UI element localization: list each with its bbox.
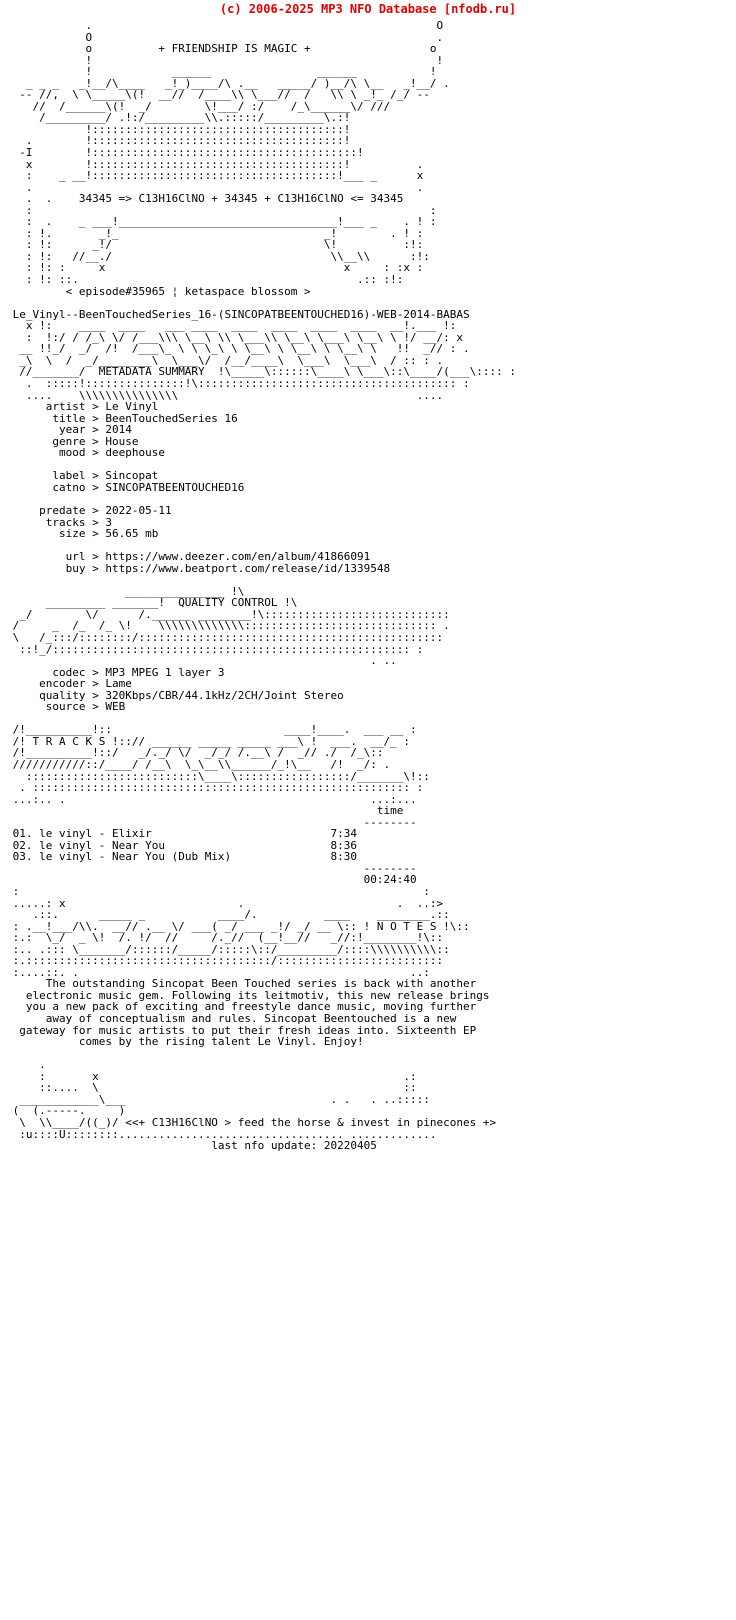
track-time: 8:30 — [330, 850, 358, 864]
track-title: le vinyl - Near You — [39, 838, 165, 852]
track-title: le vinyl - Near You (Dub Mix) — [39, 850, 232, 864]
notes-line: gateway for music artists to put their f… — [19, 1023, 477, 1037]
footer-art: . : x .: ::.... \ :: ____________\___ . … — [12, 1058, 497, 1141]
quality-control-banner: _______________ !\ _________ _______! QU… — [12, 584, 450, 668]
metadata-summary-banner: x !: ____ ____ ___ ____ ____ ____ ____ _… — [19, 319, 516, 402]
quality-value-encoder: Lame — [105, 677, 132, 691]
quality-fields: codec > MP3 MPEG 1 layer 3 encoder > Lam… — [6, 665, 344, 714]
footer-slogan: <<+ C13H16ClNO > feed the horse & invest… — [125, 1115, 497, 1129]
track-row-2: 02. le vinyl - Near You — [13, 839, 165, 852]
release-name: Le_Vinyl--BeenTouchedSeries_16-(SINCOPAT… — [12, 307, 470, 321]
metadata-value-label: Sincopat — [105, 469, 159, 483]
quality-value-codec: MP3 MPEG 1 layer 3 — [105, 665, 225, 679]
notes-line: The outstanding Sincopat Been Touched se… — [45, 977, 477, 991]
metadata-value-size: 56.65 mb — [105, 527, 159, 541]
track-row-1: 01. le vinyl - Elixir — [13, 827, 152, 840]
track-number: 01. — [12, 827, 33, 841]
metadata-value-url[interactable]: https://www.deezer.com/en/album/41866091 — [105, 550, 371, 564]
notes-line: you a new pack of exciting and freestyle… — [25, 1000, 477, 1014]
notes-line: comes by the rising talent Le Vinyl. Enj… — [78, 1035, 364, 1049]
metadata-fields: artist > Le Vinyl title > BeenTouchedSer… — [6, 400, 391, 575]
ascii-logo-banner: . O O . o + FRIENDSHIP IS MAGIC + o — [19, 19, 450, 287]
notes-line: electronic music gem. Following its leit… — [25, 988, 490, 1002]
track-title: le vinyl - Elixir — [39, 827, 152, 841]
track-row-3: 03. le vinyl - Near You (Dub Mix) — [13, 850, 232, 863]
banner-tagline: + FRIENDSHIP IS MAGIC + — [158, 42, 311, 56]
notes-banner: : : .....: x . . ..:> .::. _____ _ ____/… — [12, 885, 470, 979]
track-number: 02. — [12, 838, 33, 852]
metadata-summary-label: METADATA SUMMARY — [98, 365, 205, 379]
metadata-value-catno: SINCOPATBEENTOUCHED16 — [105, 480, 245, 494]
metadata-value-mood: deephouse — [105, 446, 165, 460]
quality-value-source: WEB — [105, 700, 126, 714]
track-time: 7:34 — [330, 827, 358, 841]
quality-control-label: QUALITY CONTROL — [178, 596, 278, 610]
metadata-value-buy[interactable]: https://www.beatport.com/release/id/1339… — [105, 561, 391, 575]
tracks-total-time: 00:24:40 — [363, 873, 417, 887]
last-update-label: last nfo update: — [211, 1139, 318, 1153]
notes-text: The outstanding Sincopat Been Touched se… — [6, 978, 736, 1047]
metadata-value-year: 2014 — [105, 423, 132, 437]
quality-value-quality: 320Kbps/CBR/44.1kHz/2CH/Joint Stereo — [105, 688, 344, 702]
tracks-banner: /!__________!:: ____!____. ___ __ : /! T… — [12, 723, 430, 806]
metadata-value-tracks: 3 — [105, 515, 112, 529]
metadata-value-artist: Le Vinyl — [105, 400, 159, 414]
nfo-body: . O O . o + FRIENDSHIP IS MAGIC + o — [0, 16, 736, 1152]
track-time: 8:36 — [330, 838, 358, 852]
last-update-value: 20220405 — [323, 1139, 377, 1153]
tracks-table: time -------- 01. le vinyl - Elixir 7:34… — [12, 804, 417, 887]
track-number: 03. — [12, 850, 33, 864]
metadata-value-predate: 2022-05-11 — [105, 503, 172, 517]
notes-line: away of conceptualism and rules. Sincopa… — [45, 1012, 457, 1026]
metadata-value-title: BeenTouchedSeries 16 — [105, 411, 238, 425]
nfodb-copyright-header: (c) 2006-2025 MP3 NFO Database [nfodb.ru… — [219, 2, 517, 16]
metadata-value-genre: House — [105, 434, 139, 448]
notes-label: N O T E S — [376, 919, 437, 933]
episode-line: < episode#35965 ¦ ketaspace blossom > — [65, 284, 311, 298]
last-update-line: last nfo update: 20220405 — [6, 1140, 736, 1152]
formula-line: 34345 => C13H16ClNO + 34345 + C13H16ClNO… — [78, 192, 404, 206]
tracks-label: T R A C K S — [32, 734, 106, 748]
tracks-time-header: time — [376, 804, 404, 818]
episode-line-block: < episode#35965 ¦ ketaspace blossom > Le… — [6, 284, 736, 321]
